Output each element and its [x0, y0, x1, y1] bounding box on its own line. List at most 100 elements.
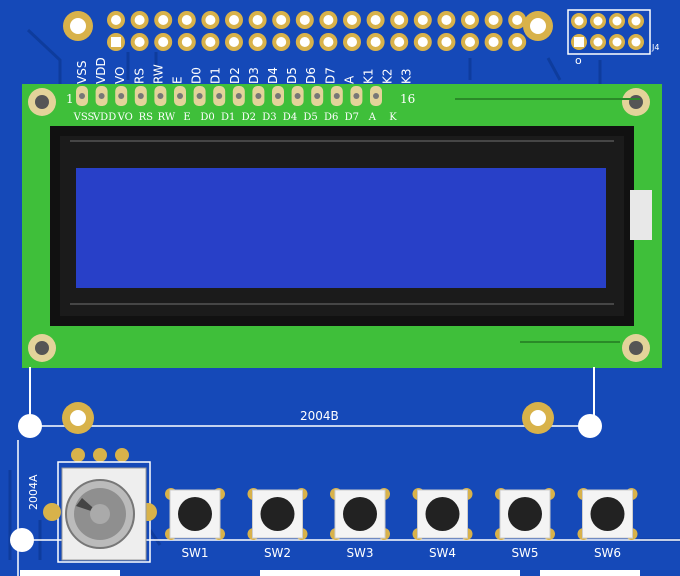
switch-label: SW3 [346, 546, 373, 560]
header-pin [461, 11, 479, 29]
lcd-screen [76, 168, 606, 288]
header-pin [248, 33, 267, 51]
lcd-pad [154, 86, 167, 106]
pin-first-label: 1 [66, 92, 74, 106]
lcd-pad [311, 86, 324, 106]
lcd-mount-hole-tr [622, 88, 650, 116]
header-pin [343, 33, 361, 51]
lcd-pin-label-top: RS [132, 68, 146, 84]
pin1-marker: o [575, 54, 582, 67]
lcd-pin-label-top: E [171, 76, 185, 84]
header-pin [343, 11, 361, 29]
lcd-pin-label-bottom: VDD [92, 112, 116, 123]
lcd-pin-label-bottom: A [368, 112, 377, 123]
header-pin [508, 11, 527, 29]
lcd-pin-label-bottom: K [389, 112, 397, 123]
lcd-pin-pads [76, 86, 382, 106]
lcd-pin-label-top: D5 [285, 67, 299, 84]
header-pin [484, 33, 503, 51]
lcd-pin-label-top: K3 [400, 68, 414, 84]
lcd-pin-label-top: K2 [381, 68, 395, 84]
lcd-pin-label-top: D4 [266, 67, 280, 84]
tactile-switch[interactable]: SW6 [577, 488, 638, 560]
header-pin [201, 33, 220, 51]
lcd-pad [350, 86, 363, 106]
switch-label: SW2 [264, 546, 291, 560]
header-pin [177, 11, 196, 29]
header-pin [319, 11, 338, 29]
header-pin [107, 33, 125, 51]
lcd-pad [330, 86, 343, 106]
lcd-pin-label-top: A [342, 75, 356, 84]
lcd-pad [213, 86, 226, 106]
lcd-pad [370, 86, 382, 106]
outline-b-hole-right [522, 402, 554, 434]
j4-header: J4 o [567, 9, 659, 67]
lcd-pin-label-bottom: D5 [303, 112, 317, 123]
lcd-pin-label-bottom: D7 [345, 112, 359, 123]
lcd-pin-label-top: D7 [323, 67, 337, 84]
j4-pin [590, 13, 606, 29]
header-pin [366, 33, 385, 51]
mounting-hole-top-left [63, 11, 93, 41]
lcd-pad [115, 86, 128, 106]
lcd-pin-label-top: D2 [228, 67, 242, 84]
lcd-pin-label-top: VO [113, 67, 127, 84]
header-pin [272, 33, 291, 51]
header-pin [295, 33, 314, 51]
lcd-pad [252, 86, 265, 106]
tactile-switch[interactable]: SW4 [412, 488, 473, 560]
lcd-pin-label-bottom: D0 [200, 112, 214, 123]
lcd-pin-label-bottom: VO [117, 112, 133, 123]
lcd-pin-label-top: D6 [304, 67, 318, 84]
lcd-pin-label-bottom: D2 [242, 112, 256, 123]
lcd-pin-label-bottom: D4 [283, 112, 297, 123]
lcd-pin-label-bottom: VSS [73, 112, 95, 123]
lcd-pin-label-top: D0 [190, 67, 204, 84]
switch-label: SW5 [511, 546, 538, 560]
header-pin [413, 33, 432, 51]
mounting-hole-top-right [523, 11, 553, 41]
gpio-header [107, 11, 527, 51]
j4-pin [609, 34, 625, 50]
lcd-pad [272, 86, 284, 106]
lcd-pad [291, 86, 304, 106]
lcd-pin-label-bottom: D3 [262, 112, 276, 123]
lcd-pin-label-bottom: RS [139, 112, 154, 123]
lcd-pin-label-top: D1 [209, 67, 223, 84]
j4-pin [628, 34, 644, 50]
j4-pin [609, 13, 625, 29]
lcd-pin-label-top: D3 [247, 67, 261, 84]
header-pin [225, 33, 243, 51]
lcd-mount-hole-bl [28, 334, 56, 362]
header-pin [413, 11, 432, 29]
header-pin [177, 33, 196, 51]
header-pin [437, 33, 456, 51]
pin-last-label: 16 [400, 92, 415, 106]
lcd-pad [193, 86, 206, 106]
lcd-mount-hole-br [622, 334, 650, 362]
header-pin [272, 11, 291, 29]
tactile-switch[interactable]: SW3 [330, 488, 390, 560]
j4-pin [571, 13, 587, 29]
j4-pin [628, 13, 644, 29]
header-pin [130, 33, 149, 51]
tactile-switch[interactable]: SW2 [247, 488, 308, 560]
header-pin [225, 11, 243, 29]
lcd-pin-label-top: K1 [362, 68, 376, 84]
lcd-pin-label-bottom: RW [158, 112, 176, 123]
header-pin [437, 11, 456, 29]
trimmer-potentiometer-icon [43, 448, 157, 563]
tactile-switch[interactable]: SW5 [495, 488, 555, 560]
header-pin [508, 33, 527, 51]
outline-a-label: 2004A [27, 474, 40, 510]
header-pin [107, 11, 125, 29]
tactile-switch[interactable]: SW1 [165, 488, 225, 560]
header-pin [319, 33, 338, 51]
header-pin [295, 11, 314, 29]
